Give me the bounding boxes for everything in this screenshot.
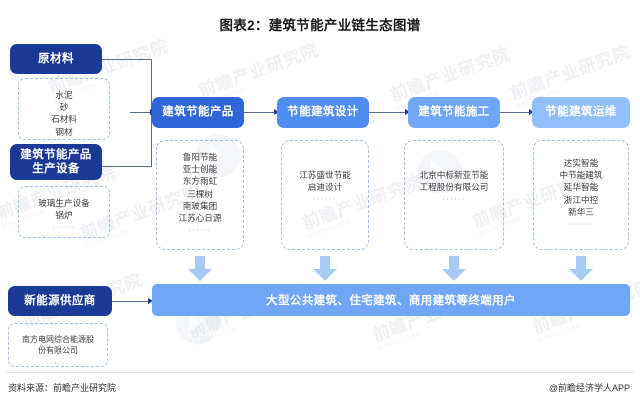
- chart-title: 图表2：建筑节能产业链生态图谱: [219, 18, 421, 33]
- credit-note: @前瞻经济学人APP: [548, 383, 630, 393]
- list-ellipsis: ······: [52, 224, 76, 232]
- company-panel-products: 鲁阳节能 亚士创能 东方雨虹 三棵树 南玻集团 江苏心日源 ······: [156, 140, 244, 250]
- stage-label: 建筑节能产品 生产设备: [20, 148, 92, 175]
- stage-box-construction[interactable]: 建筑节能施工: [408, 97, 500, 128]
- stage-box-building-design[interactable]: 节能建筑设计: [277, 97, 369, 128]
- down-arrow-construction: [442, 256, 466, 282]
- company-list: 江苏盛世节能 启迪设计: [299, 170, 351, 193]
- list-panel-production-equipment: 玻璃生产设备 锅炉 ······: [18, 186, 110, 238]
- stage-label: 节能建筑设计: [287, 106, 359, 119]
- list-items: 南方电网综合能源股 份有限公司: [22, 335, 94, 356]
- stage-label: 节能建筑运维: [545, 106, 617, 119]
- connector-line: [112, 301, 150, 303]
- list-panel-raw-materials: 水泥 砂 石材料 钢材 ······: [18, 78, 110, 148]
- stage-box-raw-materials[interactable]: 原材料: [10, 44, 102, 74]
- connector-line: [500, 112, 531, 114]
- footer-divider: [6, 372, 634, 373]
- stage-label: 建筑节能产品: [162, 106, 234, 119]
- stage-box-new-energy-supplier[interactable]: 新能源供应商: [8, 286, 112, 316]
- list-ellipsis: ······: [442, 196, 466, 204]
- stage-label: 建筑节能施工: [418, 106, 490, 119]
- connector-arrow: [148, 297, 153, 304]
- company-panel-design: 江苏盛世节能 启迪设计 ······: [281, 140, 369, 250]
- connector-arrow: [274, 108, 279, 115]
- stage-label: 新能源供应商: [24, 294, 96, 307]
- connector-line: [369, 112, 407, 114]
- downstream-label: 大型公共建筑、住宅建筑、商用建筑等终端用户: [266, 295, 516, 307]
- down-arrow-operation: [569, 256, 593, 282]
- company-list: 达实智能 中节能建筑 延华智能 浙江中控 新华三: [559, 158, 603, 217]
- connector-arrow: [529, 108, 534, 115]
- list-ellipsis: ······: [46, 359, 70, 367]
- company-list: 鲁阳节能 亚士创能 东方雨虹 三棵树 南玻集团 江苏心日源: [178, 152, 222, 224]
- company-panel-operation: 达实智能 中节能建筑 延华智能 浙江中控 新华三 ······: [533, 140, 629, 250]
- connector-arrow: [405, 108, 410, 115]
- list-ellipsis: ······: [188, 227, 212, 235]
- down-arrow-products: [188, 256, 212, 282]
- downstream-bar[interactable]: 大型公共建筑、住宅建筑、商用建筑等终端用户: [152, 284, 630, 316]
- list-items: 水泥 砂 石材料 钢材: [51, 90, 77, 137]
- stage-box-production-equipment[interactable]: 建筑节能产品 生产设备: [10, 144, 102, 180]
- list-ellipsis: ······: [569, 221, 593, 229]
- company-panel-construction: 北京中标新亚节能 工程股份有限公司 ······: [404, 140, 504, 250]
- stage-box-operation-maintenance[interactable]: 节能建筑运维: [532, 97, 630, 128]
- connector-line: [100, 59, 152, 61]
- connector-line: [130, 112, 152, 114]
- list-panel-supplier: 南方电网综合能源股 份有限公司 ······: [8, 323, 108, 367]
- stage-label: 原材料: [38, 52, 74, 65]
- connector-line: [243, 112, 276, 114]
- source-note: 资料来源：前瞻产业研究院: [8, 383, 117, 393]
- down-arrow-design: [313, 256, 337, 282]
- list-ellipsis: ······: [313, 196, 337, 204]
- list-items: 玻璃生产设备 锅炉: [38, 198, 90, 221]
- connector-line: [100, 166, 152, 168]
- company-list: 北京中标新亚节能 工程股份有限公司: [419, 170, 489, 193]
- stage-box-energy-saving-products[interactable]: 建筑节能产品: [152, 97, 244, 128]
